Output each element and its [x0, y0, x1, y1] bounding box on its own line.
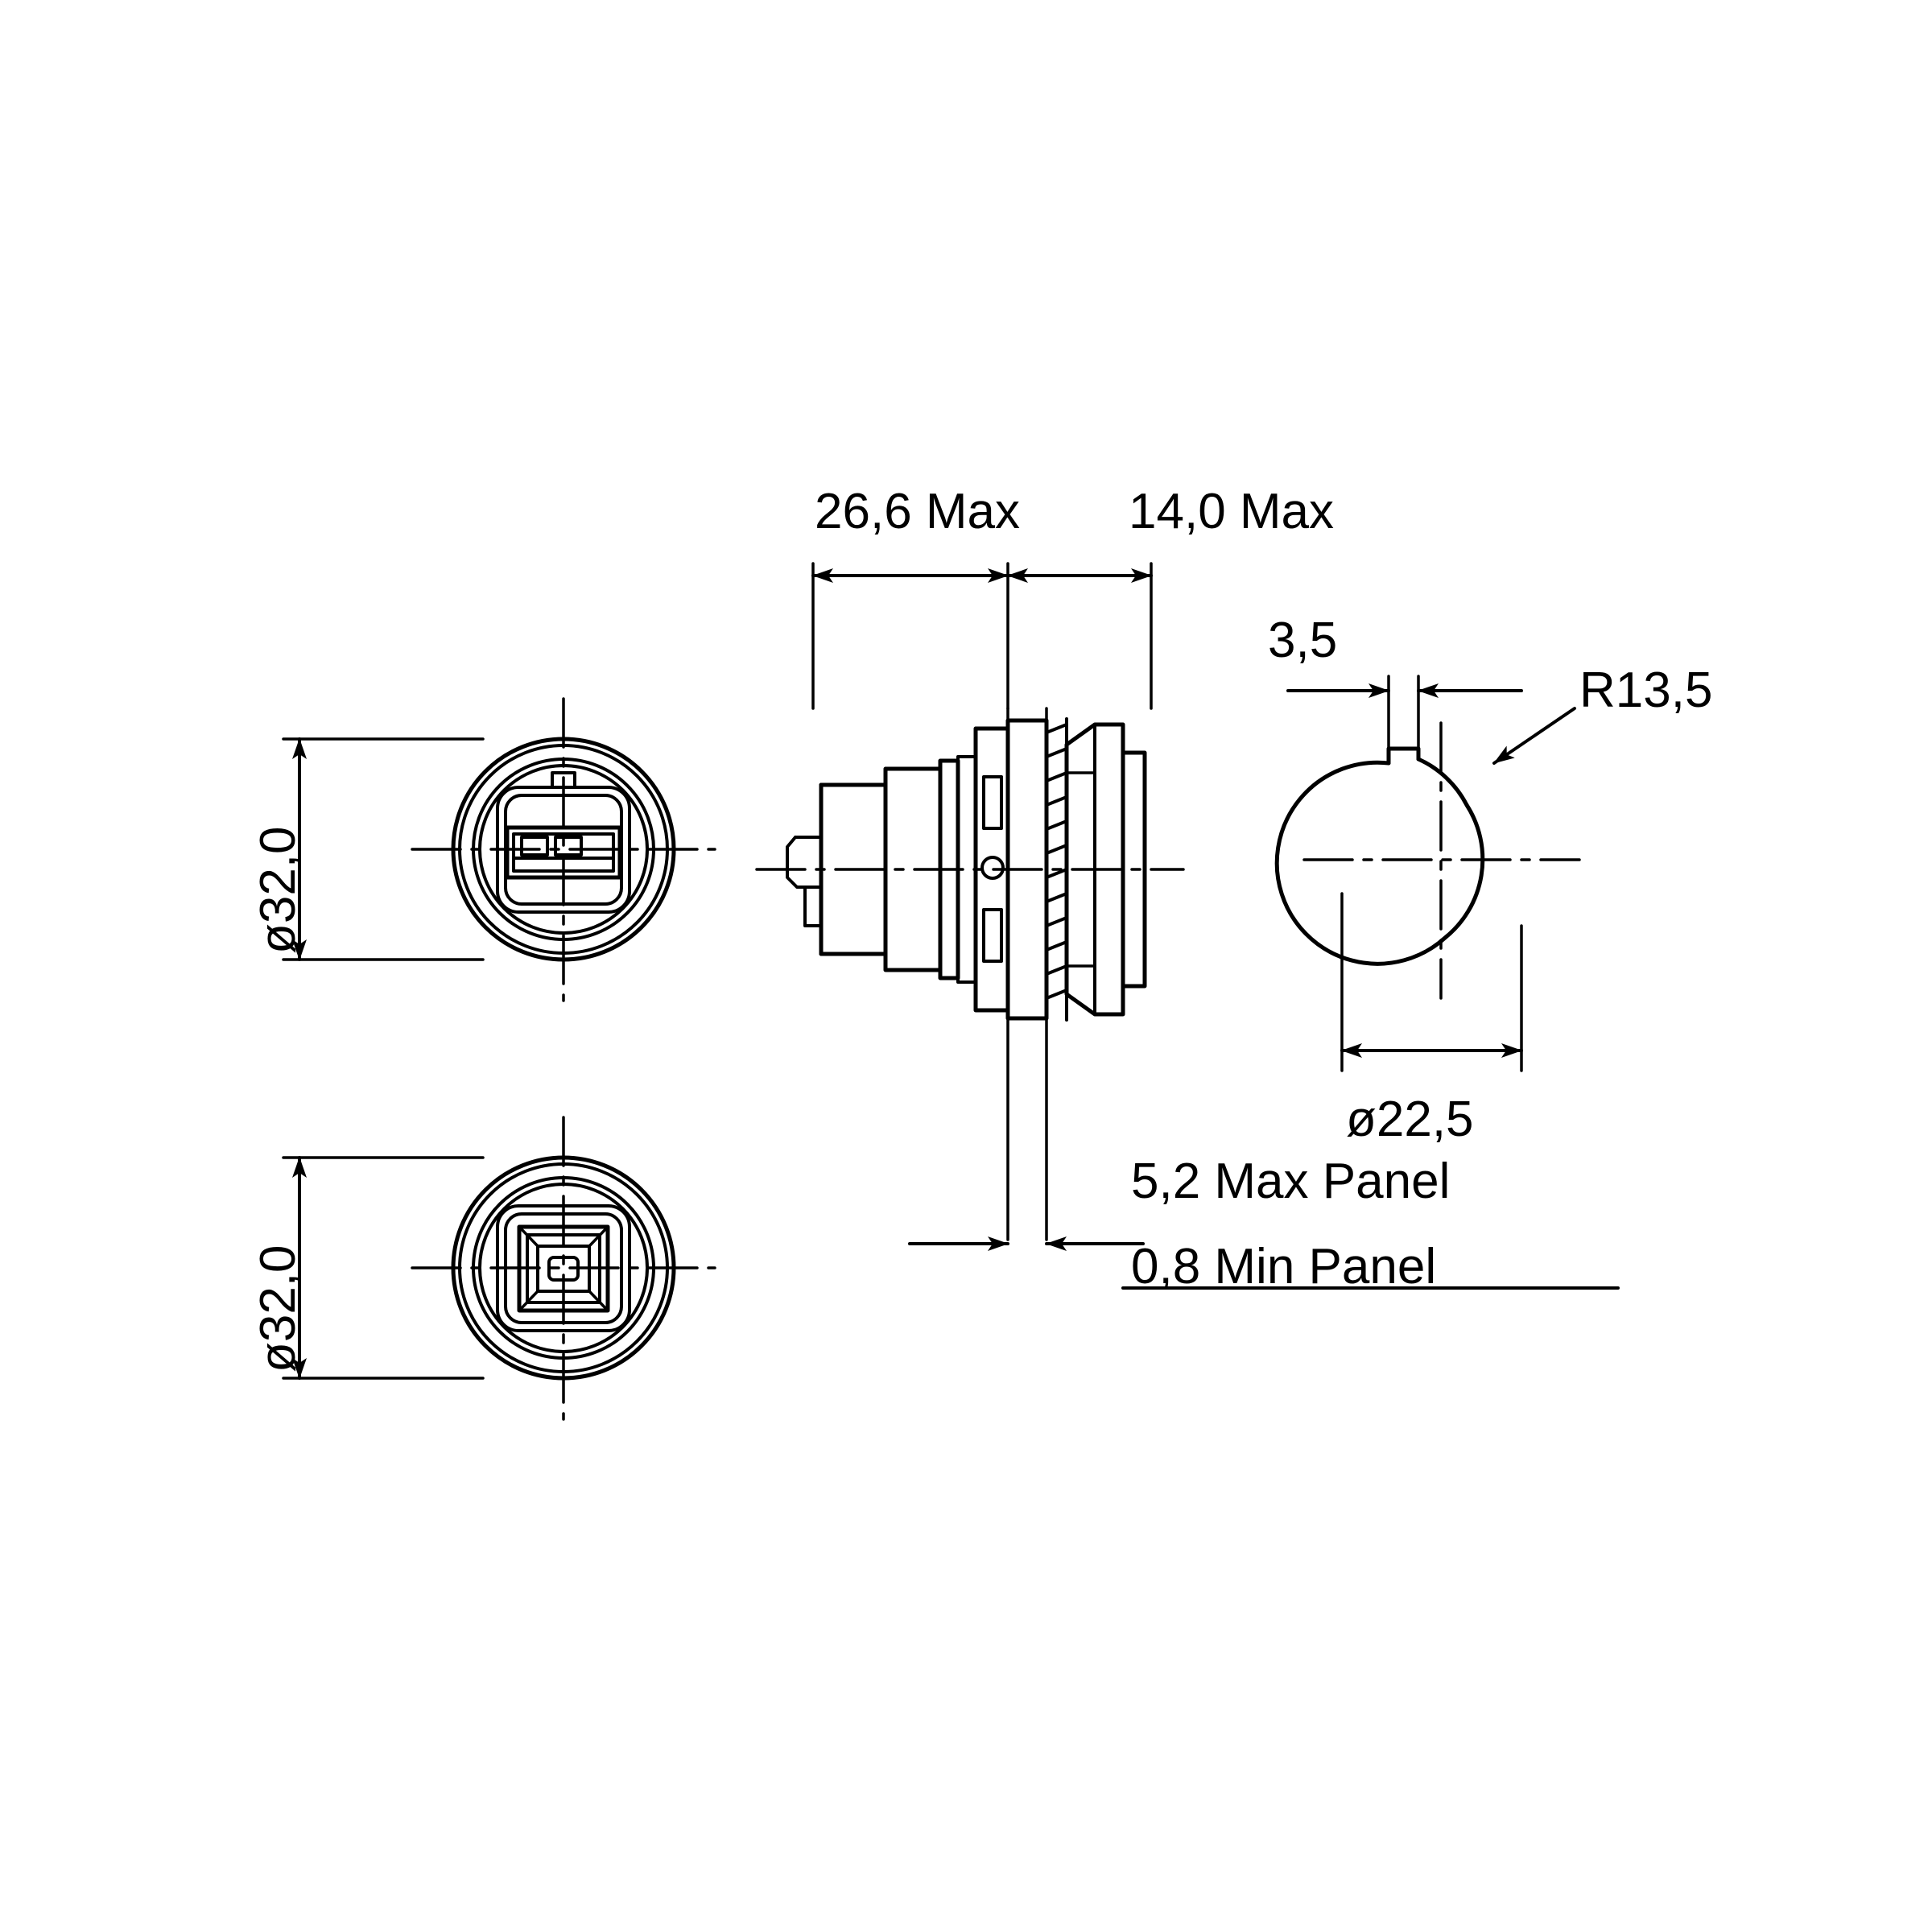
dim-label-front-diameter: ø32,0: [250, 826, 306, 954]
dim-label-key-width: 3,5: [1268, 613, 1338, 668]
rear-view-receptacle: [282, 1116, 716, 1421]
dim-label-length-front: 26,6 Max: [815, 484, 1021, 539]
dim-label-key-radius: R13,5: [1579, 663, 1713, 718]
dim-label-rear-diameter: ø32,0: [250, 1245, 306, 1373]
note-panel-max: 5,2 Max Panel: [1131, 1154, 1451, 1209]
note-panel-min: 0,8 Min Panel: [1131, 1239, 1437, 1294]
panel-cutout-view: [1274, 675, 1581, 1072]
panel-thickness-note: [908, 1236, 1620, 1290]
dim-label-cutout-diameter: ø22,5: [1346, 1092, 1474, 1147]
dim-label-length-rear: 14,0 Max: [1129, 484, 1335, 539]
side-section-view: [755, 562, 1185, 1241]
front-view-receptacle: [282, 697, 716, 1002]
